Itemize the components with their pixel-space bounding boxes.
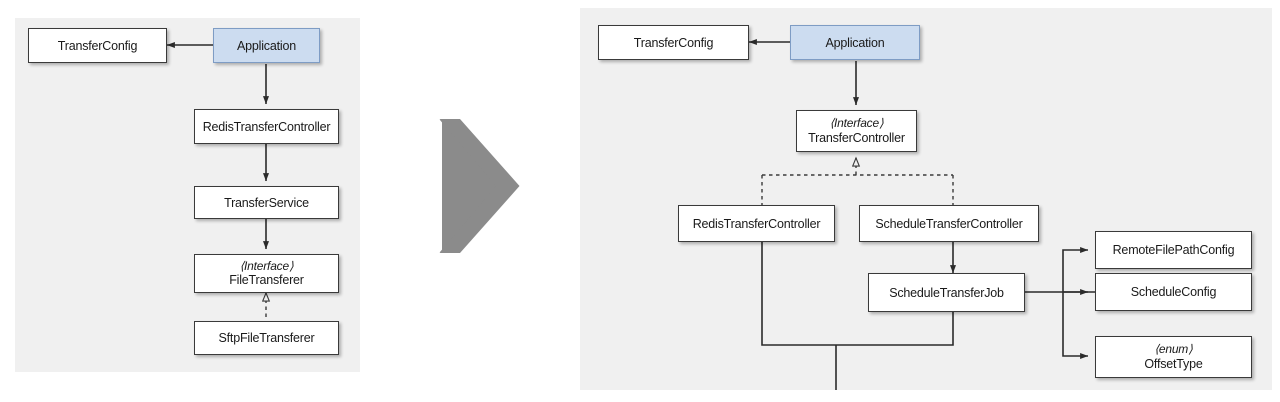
node-label: ScheduleConfig — [1130, 285, 1217, 299]
node-transferconfig-right[interactable]: TransferConfig — [598, 25, 749, 60]
right-panel-background — [580, 8, 1272, 390]
node-redistransfercontroller-left[interactable]: RedisTransferController — [194, 109, 339, 144]
node-label: ScheduleTransferController — [875, 216, 1023, 231]
node-label: TransferConfig — [633, 35, 714, 50]
node-label: TransferService — [224, 195, 309, 210]
node-label: SftpFileTransferer — [218, 331, 315, 345]
node-offsettype-right[interactable]: ⟨enum⟩ OffsetType — [1095, 336, 1252, 378]
node-redistransfercontroller-right[interactable]: RedisTransferController — [678, 205, 835, 242]
node-stereotype: ⟨Interface⟩ — [239, 258, 294, 273]
node-filetransferer-left[interactable]: ⟨Interface⟩ FileTransferer — [194, 254, 339, 293]
node-label: Application — [237, 38, 296, 53]
node-transferconfig-left[interactable]: TransferConfig — [28, 28, 167, 63]
node-label: ScheduleTransferJob — [889, 285, 1004, 300]
node-label: FileTransferer — [229, 273, 304, 288]
node-application-right[interactable]: Application — [790, 25, 920, 60]
node-label: OffsetType — [1144, 356, 1203, 371]
node-scheduletransfercontroller-right[interactable]: ScheduleTransferController — [859, 205, 1039, 242]
node-transferservice-left[interactable]: TransferService — [194, 186, 339, 219]
node-remotefilepathconfig-right[interactable]: RemoteFilePathConfig — [1095, 231, 1252, 269]
node-stereotype: ⟨Interface⟩ — [829, 116, 884, 131]
node-transfercontroller-right[interactable]: ⟨Interface⟩ TransferController — [796, 110, 917, 152]
node-label: RedisTransferController — [202, 119, 331, 134]
node-label: TransferController — [808, 130, 905, 145]
node-label: TransferConfig — [57, 38, 138, 53]
node-label: RedisTransferController — [692, 216, 821, 231]
node-application-left[interactable]: Application — [213, 28, 320, 63]
node-scheduletransferjob-right[interactable]: ScheduleTransferJob — [868, 273, 1025, 312]
node-label: RemoteFilePathConfig — [1112, 243, 1235, 257]
node-label: Application — [825, 35, 885, 50]
chevron-right-icon — [439, 119, 520, 253]
node-scheduleconfig-right[interactable]: ScheduleConfig — [1095, 273, 1252, 311]
node-stereotype: ⟨enum⟩ — [1154, 342, 1193, 357]
node-sftpfiletransferer-left[interactable]: SftpFileTransferer — [194, 321, 339, 355]
